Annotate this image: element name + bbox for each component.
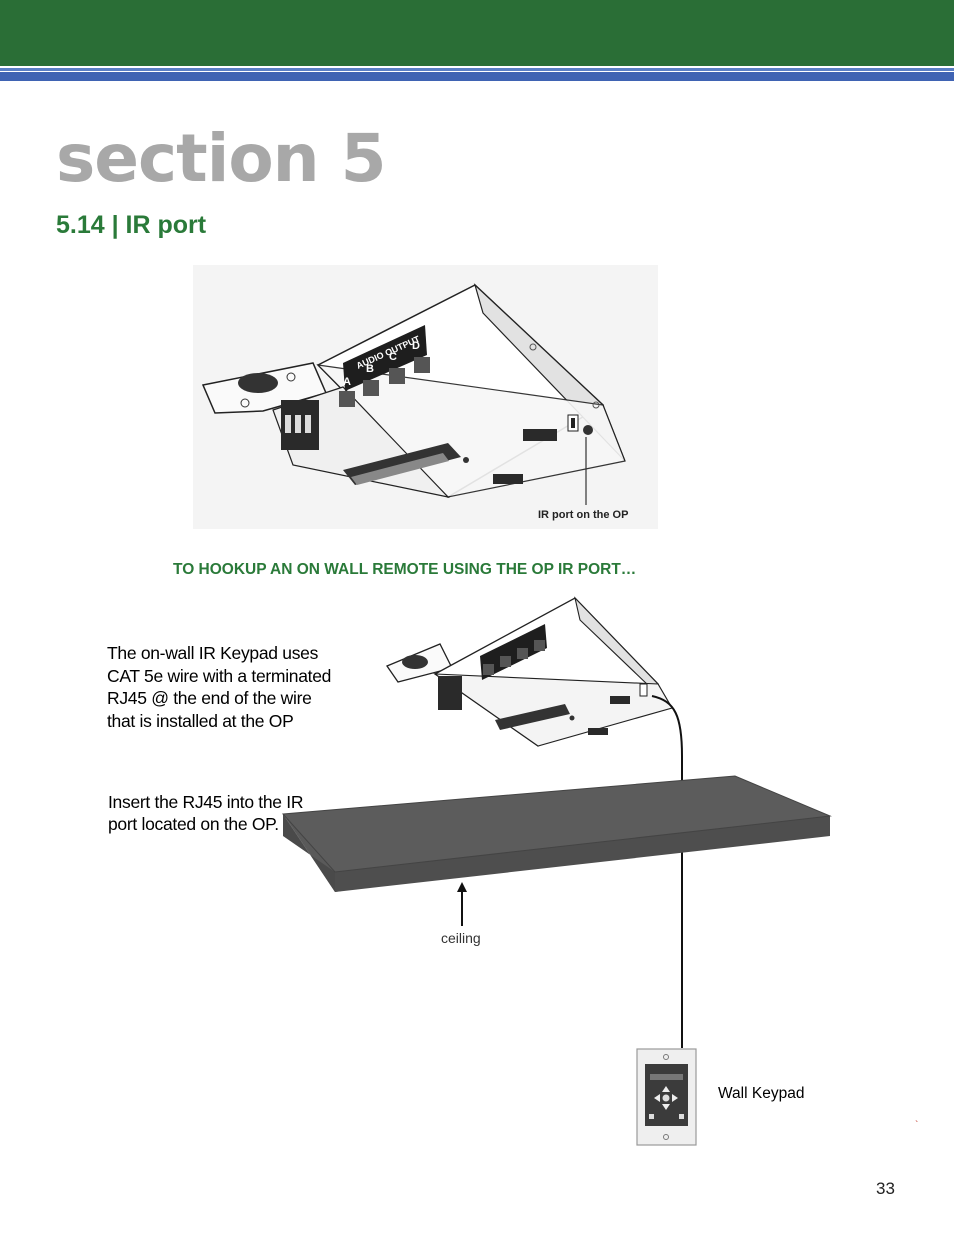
section-title: section 5 <box>56 120 387 197</box>
subsection-title: 5.14 | IR port <box>56 211 207 239</box>
page-number: 33 <box>876 1179 895 1198</box>
wall-keypad-label: Wall Keypad <box>718 1085 804 1102</box>
channel-c-label: C <box>389 351 397 363</box>
channel-a-label: A <box>343 376 351 388</box>
header-stripe-blue <box>0 72 954 81</box>
hookup-heading: TO HOOKUP AN ON WALL REMOTE USING THE OP… <box>173 561 637 578</box>
header-stripe-light <box>0 68 954 71</box>
ceiling-label: ceiling <box>441 930 481 946</box>
ir-port-callout: IR port on the OP <box>538 509 628 521</box>
op-ir-port-figure: AUDIO OUTPUT A B C D IR port on the OP <box>193 265 658 529</box>
stray-mark: ` <box>915 1120 919 1131</box>
wall-keypad-hookup-figure: ceiling Wall Keypad <box>281 596 832 1146</box>
channel-d-label: D <box>412 340 420 352</box>
keypad-wire-note: The on-wall IR Keypad uses CAT 5e wire w… <box>107 643 332 731</box>
insert-rj45-note: Insert the RJ45 into the IR port located… <box>108 792 304 834</box>
header-bar <box>0 0 954 66</box>
channel-b-label: B <box>366 363 374 375</box>
